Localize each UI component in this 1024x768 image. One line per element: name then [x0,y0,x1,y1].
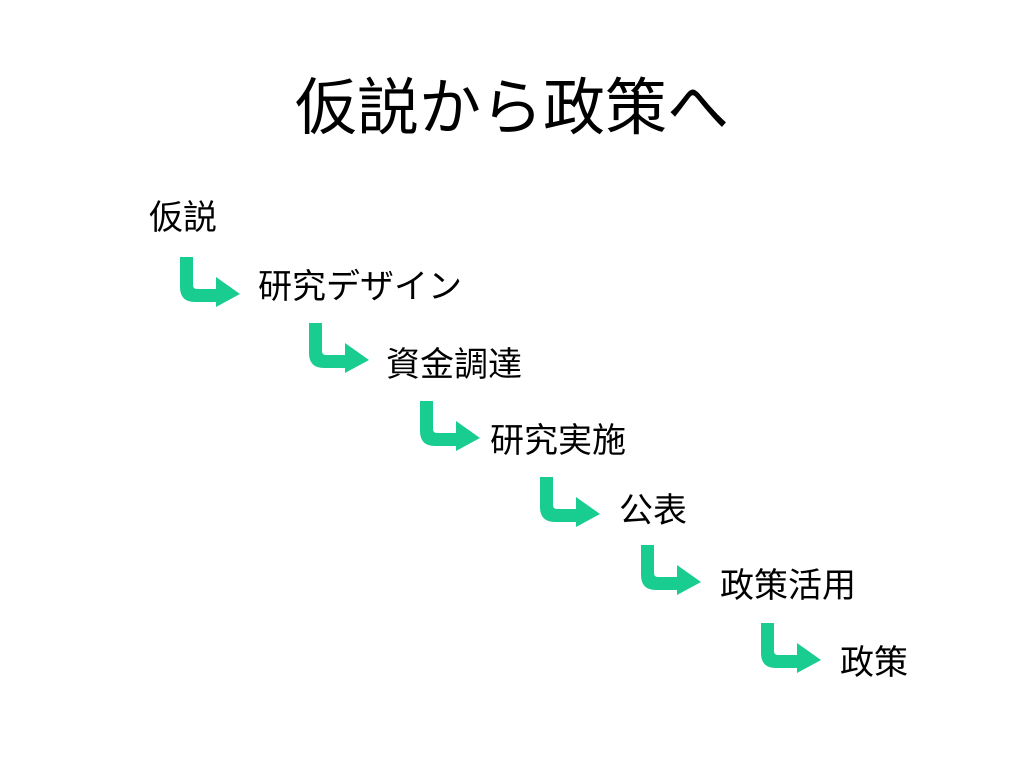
step-funding: 資金調達 [386,345,522,385]
step-publication: 公表 [619,491,687,531]
step-research-conduct: 研究実施 [490,421,626,461]
bent-arrow-icon [307,323,371,373]
bent-arrow-icon [759,623,823,673]
step-research-design: 研究デザイン [258,267,462,307]
bent-arrow-icon [418,401,482,451]
bent-arrow-icon [178,257,242,307]
step-hypothesis: 仮説 [149,198,217,238]
slide-title: 仮説から政策へ [294,71,729,144]
bent-arrow-icon [639,545,703,595]
bent-arrow-icon [538,477,602,527]
step-policy: 政策 [840,643,908,683]
step-policy-use: 政策活用 [720,566,856,606]
